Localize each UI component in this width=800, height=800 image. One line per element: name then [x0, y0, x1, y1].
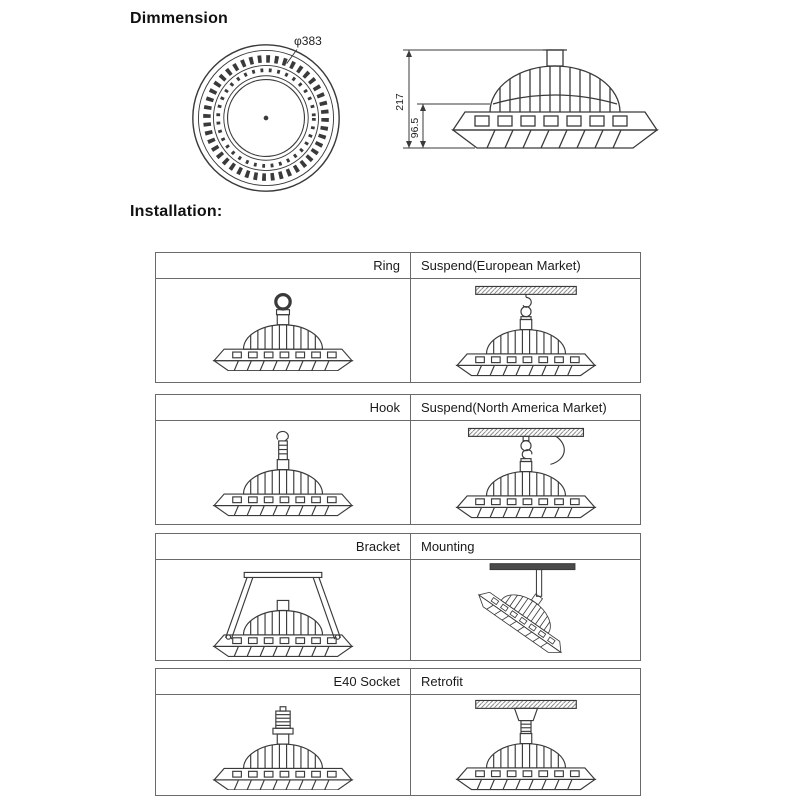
ring-mount-drawing	[213, 292, 353, 371]
mount-method-label: Retrofit	[421, 674, 463, 689]
mount-method-label: Suspend(North America Market)	[421, 400, 607, 415]
pole-mounting-drawing	[473, 563, 580, 659]
mount-type-label: Hook	[156, 395, 411, 420]
body-height-label: 96.5	[409, 118, 421, 139]
suspend-european-drawing	[455, 285, 596, 376]
hook	[276, 430, 289, 442]
retrofit-drawing	[455, 699, 596, 791]
mounting-pole	[535, 569, 542, 597]
side-view-drawing: 217 96.5	[395, 49, 659, 149]
mount-type-label: Bracket	[156, 534, 411, 559]
mount-type-label: E40 Socket	[156, 669, 411, 694]
top-view-drawing	[192, 44, 340, 192]
e40-socket-drawing	[213, 705, 353, 790]
mounting-rail	[489, 563, 575, 571]
mount-method-label: Suspend(European Market)	[421, 258, 581, 273]
install-row-header: Ring Suspend(European Market)	[156, 253, 640, 279]
install-row-bracket: Bracket Mounting	[155, 533, 641, 661]
drawing-cell	[411, 560, 640, 660]
drawing-cell	[156, 279, 411, 382]
eye-bolt	[519, 439, 532, 451]
install-row-hook: Hook Suspend(North America Market)	[155, 394, 641, 525]
install-row-header: Hook Suspend(North America Market)	[156, 395, 640, 421]
suspend-north-america-drawing	[455, 427, 596, 518]
bracket-mount-drawing	[213, 571, 353, 657]
ceiling-bar	[474, 285, 577, 295]
install-row-ring: Ring Suspend(European Market)	[155, 252, 641, 383]
power-cable	[549, 435, 565, 465]
drawing-cell	[156, 560, 411, 660]
dimension-lines	[403, 49, 543, 149]
ceiling-bar	[467, 427, 584, 437]
installation-heading: Installation:	[130, 203, 223, 220]
lifting-ring	[274, 292, 292, 311]
drawing-cell	[156, 421, 411, 524]
lamp-socket	[513, 707, 538, 722]
install-row-e40: E40 Socket Retrofit	[155, 668, 641, 796]
drawing-cell	[411, 695, 640, 795]
total-height-label: 217	[395, 93, 406, 111]
mount-type-label: Ring	[156, 253, 411, 278]
drawing-cell	[156, 695, 411, 795]
diameter-label: φ383	[294, 34, 322, 48]
center-dot	[263, 115, 269, 121]
mount-method-label: Mounting	[421, 539, 475, 554]
s-hook	[522, 296, 532, 308]
drawing-cell	[411, 279, 640, 382]
bracket-bar	[243, 571, 323, 578]
ceiling-bar	[474, 699, 577, 709]
dimension-heading: Dimmension	[130, 10, 229, 27]
install-row-header: E40 Socket Retrofit	[156, 669, 640, 695]
diameter-leader-line	[286, 49, 298, 64]
drawing-cell	[411, 421, 640, 524]
install-row-header: Bracket Mounting	[156, 534, 640, 560]
side-view-fixture	[451, 49, 659, 149]
hook	[521, 448, 532, 459]
hook-mount-drawing	[213, 430, 353, 517]
